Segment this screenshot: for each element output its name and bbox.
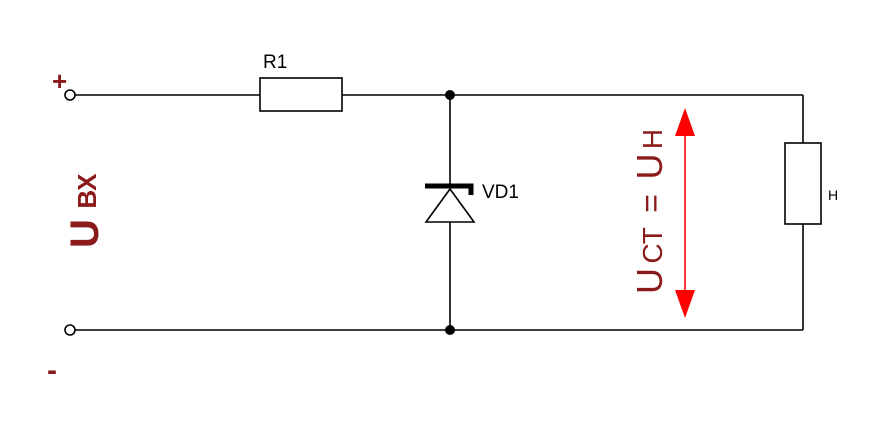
input-voltage-main: U [63, 219, 107, 248]
output-voltage-rhs-main: U [629, 154, 670, 180]
output-voltage-label: U СТ = U Н [629, 129, 670, 294]
zener-cathode-bar [425, 183, 474, 195]
resistor-r1 [259, 77, 343, 112]
terminal-minus-node [64, 324, 76, 336]
output-voltage-rhs-sub: Н [637, 129, 668, 149]
voltage-arrow-head-up [675, 108, 695, 136]
svg-text:U ВХ: U ВХ [63, 173, 107, 248]
zener-diode-body [424, 187, 476, 223]
input-voltage-sub: ВХ [72, 173, 102, 209]
resistor-r1-label: R1 [263, 52, 287, 73]
svg-text:U СТ = U: U СТ = U Н [629, 129, 670, 294]
input-voltage-label: U ВХ [63, 173, 107, 248]
zener-vd1-label: VD1 [482, 182, 519, 203]
terminal-plus-label: + [52, 66, 67, 96]
output-voltage-eq: = [633, 194, 669, 213]
terminal-minus-label: - [47, 354, 57, 387]
output-voltage-main: U [629, 268, 670, 294]
terminal-plus-node [64, 89, 76, 101]
load-resistor [784, 142, 822, 225]
output-voltage-sub: СТ [637, 227, 668, 263]
voltage-arrow-head-down [675, 290, 695, 318]
load-label: Н [828, 187, 838, 203]
